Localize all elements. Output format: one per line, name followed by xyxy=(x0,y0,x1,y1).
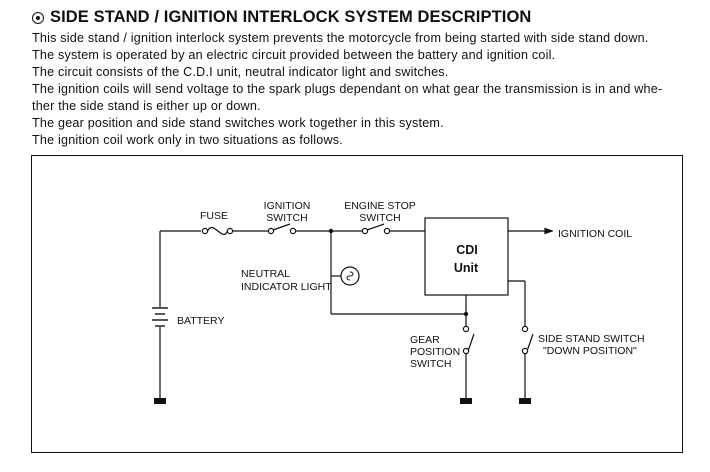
description-line: The gear position and side stand switche… xyxy=(32,116,444,130)
side-stand-switch-label: "DOWN POSITION" xyxy=(543,345,637,357)
page-title: SIDE STAND / IGNITION INTERLOCK SYSTEM D… xyxy=(50,8,532,26)
description-line: The circuit consists of the C.D.I unit, … xyxy=(32,65,449,79)
circle-dot-icon xyxy=(32,11,44,24)
description-line: The ignition coil work only in two situa… xyxy=(32,133,343,147)
ground-icon xyxy=(154,398,166,404)
description: This side stand / ignition interlock sys… xyxy=(32,30,692,149)
neutral-indicator-label: NEUTRAL xyxy=(241,268,290,280)
junction-dot xyxy=(463,311,469,317)
description-line: ther the side stand is either up or down… xyxy=(32,99,261,113)
ground-icon xyxy=(460,398,472,404)
diagram-frame xyxy=(31,155,683,453)
ignition-switch-symbol xyxy=(267,223,297,235)
engine-stop-switch-label: SWITCH xyxy=(359,212,400,224)
ignition-coil-label: IGNITION COIL xyxy=(558,228,632,240)
gear-position-switch-label: POSITION xyxy=(410,346,460,358)
side-stand-switch-label: SIDE STAND SWITCH xyxy=(538,333,645,345)
ground-icon xyxy=(519,398,531,404)
ignition-switch-label: IGNITION xyxy=(264,200,311,212)
ignition-switch-label: SWITCH xyxy=(266,212,307,224)
neutral-indicator-label: INDICATOR LIGHT xyxy=(241,281,332,293)
arrow-right-icon xyxy=(544,227,554,235)
gear-position-switch-label: GEAR xyxy=(410,334,440,346)
section-heading: SIDE STAND / IGNITION INTERLOCK SYSTEM D… xyxy=(32,8,531,27)
battery-symbol xyxy=(152,307,168,327)
cdi-unit-label: CDI xyxy=(456,243,478,257)
side-stand-switch-symbol xyxy=(521,325,534,355)
description-line: The ignition coils will send voltage to … xyxy=(32,82,663,96)
engine-stop-switch-label: ENGINE STOP xyxy=(344,200,416,212)
gear-position-switch-label: SWITCH xyxy=(410,358,451,370)
engine-stop-switch-symbol xyxy=(361,223,391,235)
fuse-symbol xyxy=(201,227,234,235)
battery-label: BATTERY xyxy=(177,315,224,327)
cdi-unit-label: Unit xyxy=(454,261,479,275)
description-line: The system is operated by an electric ci… xyxy=(32,48,556,62)
neutral-light-icon xyxy=(340,266,360,286)
gear-position-switch-symbol xyxy=(462,325,475,355)
fuse-label: FUSE xyxy=(200,210,228,222)
description-line: This side stand / ignition interlock sys… xyxy=(32,31,649,45)
